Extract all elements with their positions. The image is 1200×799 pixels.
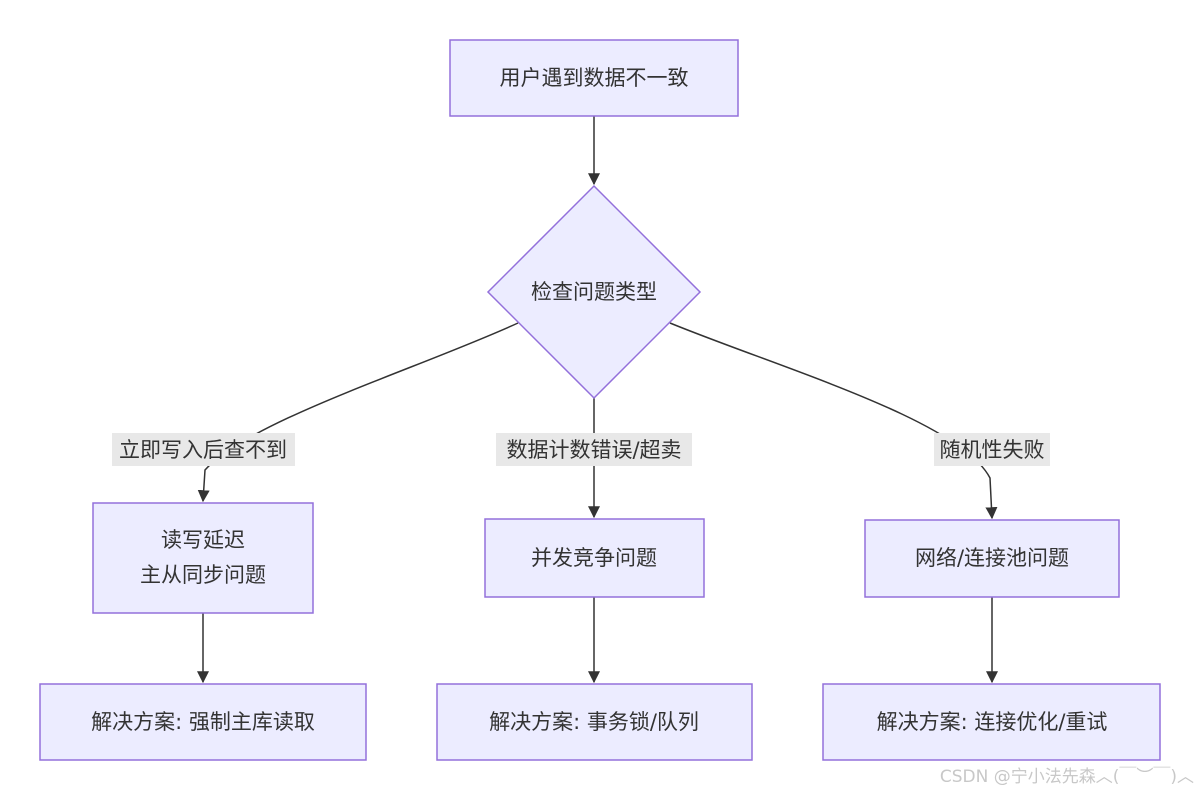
decision-node-label: 检查问题类型 [531,280,657,304]
watermark: CSDN @宁小法先森︿(￣︶￣)︿ [940,767,1194,787]
right-solution-label: 解决方案: 连接优化/重试 [877,710,1108,734]
edge-label-right: 随机性失败 [934,433,1050,466]
middle-solution-node: 解决方案: 事务锁/队列 [436,683,753,761]
network-pool-node: 网络/连接池问题 [864,519,1120,598]
middle-solution-label: 解决方案: 事务锁/队列 [489,710,699,734]
read-write-delay-node: 读写延迟 主从同步问题 [92,502,314,614]
read-write-delay-line2: 主从同步问题 [140,563,266,587]
left-solution-label: 解决方案: 强制主库读取 [91,710,315,734]
edge-label-middle-text: 数据计数错误/超卖 [506,438,681,462]
edge-label-middle: 数据计数错误/超卖 [496,433,692,466]
edge-label-right-text: 随机性失败 [940,438,1045,462]
right-solution-node: 解决方案: 连接优化/重试 [822,683,1161,761]
edge-decision-to-right [669,322,998,520]
start-node-label: 用户遇到数据不一致 [500,66,689,90]
concurrency-node: 并发竞争问题 [484,518,705,598]
edge-label-left-text: 立即写入后查不到 [119,438,287,462]
edge-decision-to-left [197,322,519,503]
left-solution-node: 解决方案: 强制主库读取 [39,683,367,761]
decision-node: 检查问题类型 [486,184,702,400]
read-write-delay-line1: 读写延迟 [161,528,245,552]
edge-label-left: 立即写入后查不到 [112,433,295,466]
concurrency-node-label: 并发竞争问题 [531,546,657,570]
start-node: 用户遇到数据不一致 [449,39,739,117]
network-pool-node-label: 网络/连接池问题 [915,546,1069,570]
